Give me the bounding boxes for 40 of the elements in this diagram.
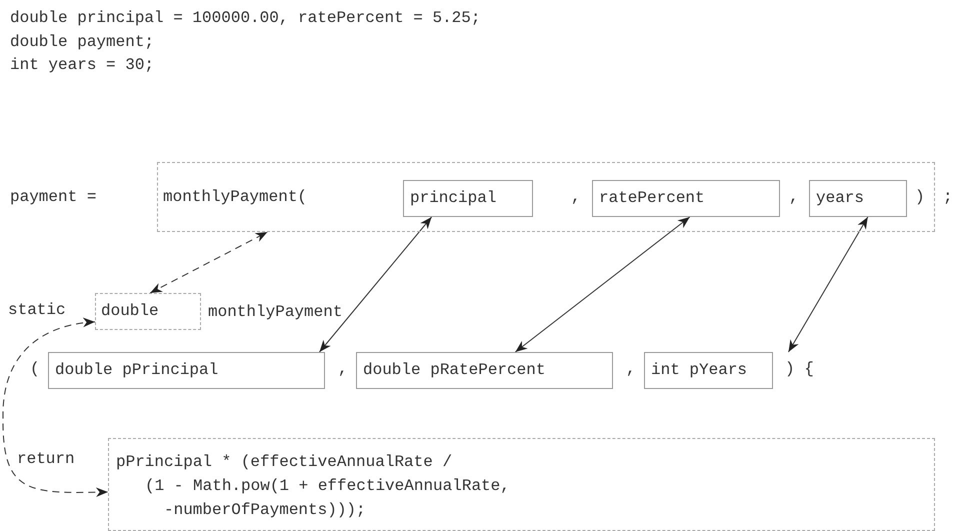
code-box bbox=[644, 352, 773, 389]
code-text: double pRatePercent bbox=[363, 360, 546, 380]
code-text: pPrincipal * (effectiveAnnualRate / bbox=[116, 452, 452, 472]
code-text: double bbox=[101, 301, 159, 321]
code-text: -numberOfPayments))); bbox=[164, 500, 366, 520]
code-text: years bbox=[816, 188, 864, 208]
code-text: ratePercent bbox=[599, 188, 705, 208]
code-text: int years = 30; bbox=[10, 55, 154, 75]
code-text: monthlyPayment bbox=[208, 302, 342, 322]
dashed-code-box bbox=[108, 438, 935, 531]
code-text: , bbox=[338, 359, 348, 379]
code-text: , bbox=[571, 187, 581, 207]
code-text: ) bbox=[915, 187, 925, 207]
dashed-code-box bbox=[157, 162, 935, 232]
code-text: int pYears bbox=[651, 360, 748, 380]
code-text: ) { bbox=[785, 359, 814, 379]
arrow bbox=[514, 216, 690, 352]
code-text: (1 - Math.pow(1 + effectiveAnnualRate, bbox=[145, 476, 510, 496]
code-text: monthlyPayment( bbox=[163, 187, 308, 207]
code-text: , bbox=[626, 359, 636, 379]
code-text: ( bbox=[30, 359, 40, 379]
code-text: , bbox=[789, 187, 799, 207]
code-box bbox=[403, 180, 533, 217]
code-text: double payment; bbox=[10, 32, 154, 52]
arrow bbox=[2, 318, 108, 497]
code-box bbox=[809, 180, 907, 217]
dashed-code-box bbox=[95, 293, 201, 330]
code-text: ; bbox=[943, 187, 953, 207]
code-text: payment = bbox=[10, 187, 96, 207]
code-box bbox=[48, 352, 325, 389]
arrow bbox=[788, 216, 868, 352]
code-text: static bbox=[8, 300, 66, 320]
code-box bbox=[592, 180, 780, 217]
arrow bbox=[150, 232, 268, 294]
code-box bbox=[356, 352, 613, 389]
code-text: return bbox=[17, 449, 75, 469]
code-text: principal bbox=[410, 188, 496, 208]
code-text: double principal = 100000.00, ratePercent = 5.25; bbox=[10, 8, 480, 28]
code-text: double pPrincipal bbox=[55, 360, 218, 380]
arrow bbox=[318, 216, 432, 352]
